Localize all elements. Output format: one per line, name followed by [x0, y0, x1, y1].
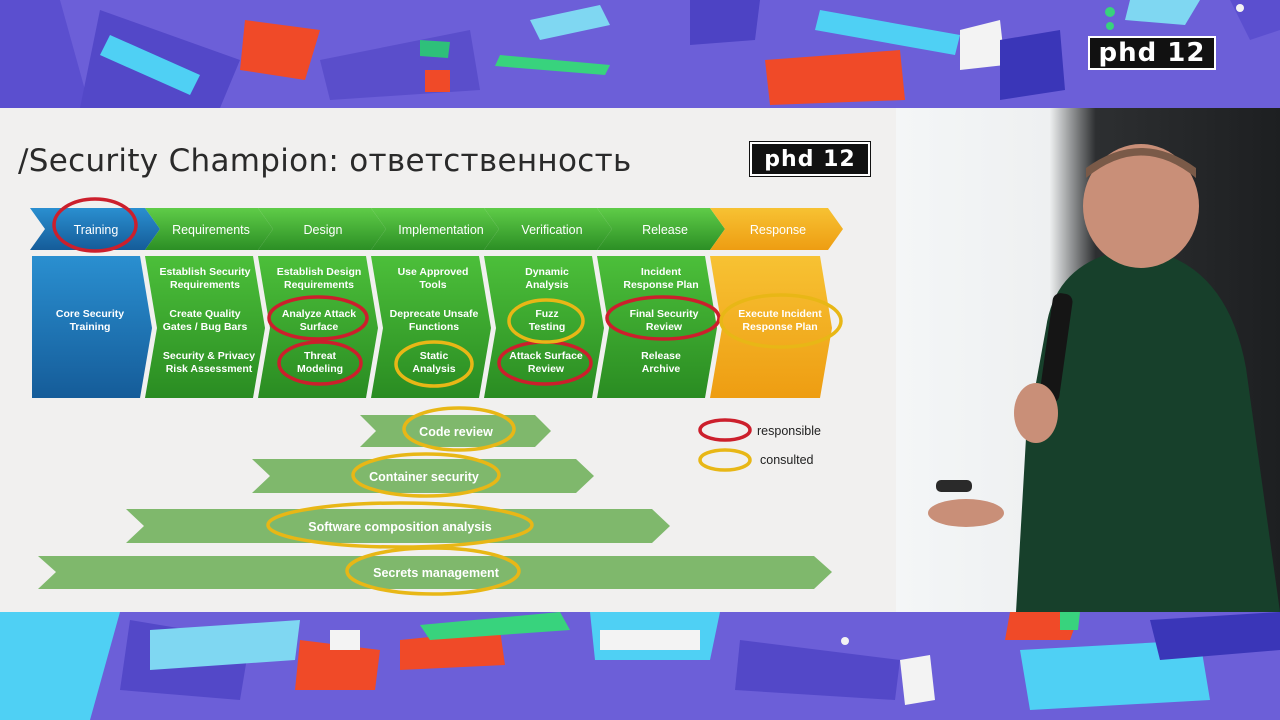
svg-text:Software composition analysis: Software composition analysis [308, 520, 491, 534]
phase-header-implementation: Implementation [371, 208, 499, 250]
svg-text:Response: Response [750, 223, 806, 237]
design-item: Threat [304, 350, 337, 362]
responsible-marker-final-security-review [605, 295, 721, 341]
training-item: Core Security [56, 308, 124, 320]
consulted-marker-code-review [402, 406, 516, 452]
consulted-marker-static-analysis [394, 340, 474, 388]
release-item: Review [646, 321, 683, 333]
design-item: Modeling [297, 363, 343, 375]
responsible-marker-analyze-attack-surface [267, 295, 369, 341]
event-logo: phd 12 [1088, 36, 1216, 70]
implementation-item: Use Approved [398, 266, 469, 278]
consulted-marker-execute-incident-response [719, 293, 843, 349]
response-item: Response Plan [742, 321, 817, 333]
video-frame: /Security Champion: ответственность phd … [0, 108, 1280, 612]
design-item: Establish Design [277, 266, 362, 278]
release-item: Response Plan [623, 279, 698, 291]
verification-item: Attack Surface [509, 350, 583, 362]
phase-header-requirements: Requirements [145, 208, 273, 250]
implementation-item: Analysis [412, 363, 455, 375]
phase-header-design: Design [258, 208, 386, 250]
svg-text:Requirements: Requirements [172, 223, 250, 237]
verification-item: Review [528, 363, 565, 375]
legend-consulted-swatch [698, 448, 752, 472]
phase-body-training [32, 256, 152, 398]
practice-arrow-container-security: Container security [252, 459, 594, 493]
requirements-item: Establish Security [159, 266, 250, 278]
speaker-photo [896, 108, 1280, 612]
phase-body-release [597, 256, 717, 398]
svg-text:Design: Design [304, 223, 343, 237]
response-item: Execute Incident [738, 308, 822, 320]
consulted-marker-container-security [351, 452, 501, 498]
release-item: Incident [641, 266, 682, 278]
svg-text:Verification: Verification [521, 223, 582, 237]
phase-body-requirements [145, 256, 265, 398]
svg-text:Code review: Code review [419, 425, 493, 439]
consulted-marker-fuzz-testing [507, 298, 585, 344]
responsible-marker-training [52, 197, 138, 253]
requirements-item: Risk Assessment [166, 363, 253, 375]
svg-text:Release: Release [642, 223, 688, 237]
consulted-marker-software-composition [266, 501, 534, 549]
speaker-figure [928, 144, 1280, 612]
implementation-item: Functions [409, 321, 459, 333]
design-item: Requirements [284, 279, 354, 291]
verification-item: Fuzz [535, 308, 558, 320]
verification-item: Dynamic [525, 266, 569, 278]
training-item: Training [70, 321, 111, 333]
implementation-item: Static [420, 350, 449, 362]
legend-responsible-swatch [698, 418, 752, 442]
legend: responsible consulted [698, 418, 821, 472]
responsible-marker-threat-modeling [277, 340, 363, 386]
design-item: Analyze Attack [282, 308, 356, 320]
phase-header-response: Response [710, 208, 843, 250]
legend-responsible-label: responsible [757, 424, 821, 438]
phase-header-release: Release [597, 208, 725, 250]
practice-arrow-code-review: Code review [360, 415, 551, 447]
design-item: Surface [300, 321, 339, 333]
requirements-item: Security & Privacy [163, 350, 255, 362]
phase-body-design [258, 256, 378, 398]
verification-item: Analysis [525, 279, 568, 291]
implementation-item: Tools [419, 279, 446, 291]
presentation-slide: /Security Champion: ответственность phd … [0, 108, 896, 612]
verification-item: Testing [529, 321, 566, 333]
phase-body-verification [484, 256, 604, 398]
sdl-diagram: Training Requirements Design Implementat… [30, 197, 843, 596]
consulted-marker-secrets-management [345, 546, 521, 596]
svg-text:Training: Training [74, 223, 119, 237]
requirements-item: Gates / Bug Bars [163, 321, 248, 333]
release-item: Final Security [630, 308, 699, 320]
phase-body-implementation [371, 256, 491, 398]
svg-text:Secrets management: Secrets management [373, 566, 500, 580]
requirements-item: Requirements [170, 279, 240, 291]
legend-consulted-label: consulted [760, 453, 814, 467]
slide-logo: phd 12 [750, 142, 870, 176]
svg-text:Container security: Container security [369, 470, 479, 484]
slide-title: /Security Champion: ответственность [18, 143, 632, 179]
svg-text:Implementation: Implementation [398, 223, 484, 237]
release-item: Release [641, 350, 681, 362]
phase-body-response [710, 256, 832, 398]
release-item: Archive [642, 363, 681, 375]
implementation-item: Deprecate Unsafe [390, 308, 479, 320]
phase-header-training: Training [30, 208, 160, 250]
practice-arrow-software-composition: Software composition analysis [126, 509, 670, 543]
practice-arrow-secrets-management: Secrets management [38, 556, 832, 589]
requirements-item: Create Quality [169, 308, 240, 320]
phase-header-verification: Verification [484, 208, 612, 250]
